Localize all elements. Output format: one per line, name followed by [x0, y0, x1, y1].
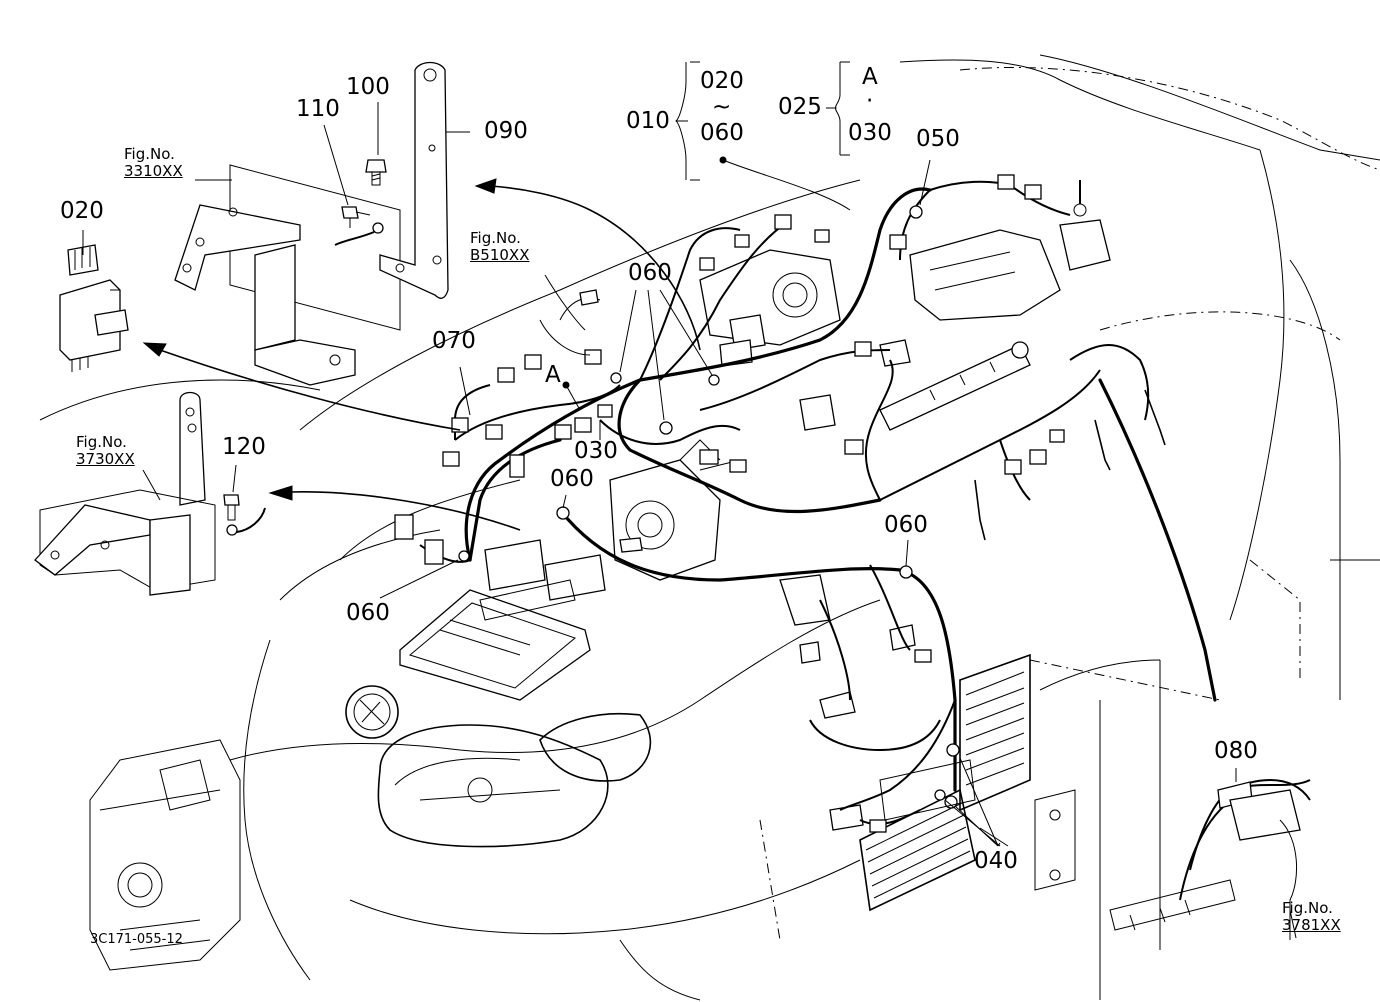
label-020-relay: 020	[60, 198, 104, 224]
engine-control-unit	[399, 539, 606, 701]
front-grille	[859, 653, 1031, 912]
label-120: 120	[222, 434, 266, 460]
bolt-100	[365, 159, 387, 186]
label-110: 110	[296, 96, 340, 122]
label-060-c: 060	[346, 600, 390, 626]
leader-lines	[82, 61, 1297, 939]
relay-020	[59, 244, 129, 372]
label-080: 080	[1214, 738, 1258, 764]
figure-ref-caption: Fig.No.	[1282, 899, 1333, 917]
stay-090	[379, 61, 449, 299]
label-100: 100	[346, 74, 390, 100]
range-dot: ·	[866, 88, 874, 114]
label-010: 010	[626, 108, 670, 134]
figure-ref-number: 3781XX	[1282, 916, 1341, 935]
figure-ref-number: B510XX	[470, 246, 530, 265]
bolt-120	[223, 494, 266, 536]
ground-wire-b510	[539, 289, 601, 356]
label-060-a: 060	[628, 260, 672, 286]
label-090: 090	[484, 118, 528, 144]
label-025: 025	[778, 94, 822, 120]
boundary-lines	[759, 66, 1380, 941]
common-rail	[879, 341, 1031, 431]
bolt-110	[334, 206, 384, 246]
figure-ref-caption: Fig.No.	[76, 433, 127, 451]
label-060-b: 060	[550, 466, 594, 492]
label-060-range-end: 060	[700, 120, 744, 146]
label-070: 070	[432, 328, 476, 354]
bracket-3310xx	[174, 164, 401, 386]
label-020-range-start: 020	[700, 68, 744, 94]
injection-pump	[609, 439, 741, 581]
range-tilde: ~	[712, 94, 732, 120]
hood-outline	[39, 54, 1380, 1001]
headlight-upper	[539, 712, 652, 782]
egr-valve	[909, 180, 1111, 321]
figure-ref-number: 3310XX	[124, 162, 183, 181]
figure-ref-caption: Fig.No.	[470, 229, 521, 247]
harness-clamps	[458, 205, 960, 809]
front-bracket	[879, 759, 1076, 891]
front-axle-assembly	[89, 739, 241, 971]
intake-throttle-body	[699, 249, 841, 367]
figure-ref-3310xx: Fig.No. 3310XX	[124, 145, 183, 181]
label-030-top: 030	[848, 120, 892, 146]
harness-connectors	[394, 174, 1065, 833]
label-a-mid: A	[545, 362, 561, 388]
bracket-3730xx	[34, 391, 216, 596]
figure-ref-caption: Fig.No.	[124, 145, 175, 163]
figure-ref-3781xx: Fig.No. 3781XX	[1282, 899, 1341, 935]
figure-ref-number: 3730XX	[76, 450, 135, 469]
sensors	[779, 339, 916, 831]
figure-ref-b510xx: Fig.No. B510XX	[470, 229, 530, 265]
label-a-top: A	[862, 64, 878, 90]
label-050: 050	[916, 126, 960, 152]
dashboard-harness	[1098, 378, 1311, 940]
glow-plugs	[974, 389, 1166, 541]
label-060-d: 060	[884, 512, 928, 538]
drawing-code: 3C171-055-12	[90, 932, 183, 947]
label-040: 040	[974, 848, 1018, 874]
label-030-mid: 030	[574, 438, 618, 464]
direction-arrows	[142, 178, 701, 531]
figure-ref-3730xx: Fig.No. 3730XX	[76, 433, 135, 469]
headlight-left	[377, 724, 609, 848]
hood-emblem	[345, 685, 399, 739]
